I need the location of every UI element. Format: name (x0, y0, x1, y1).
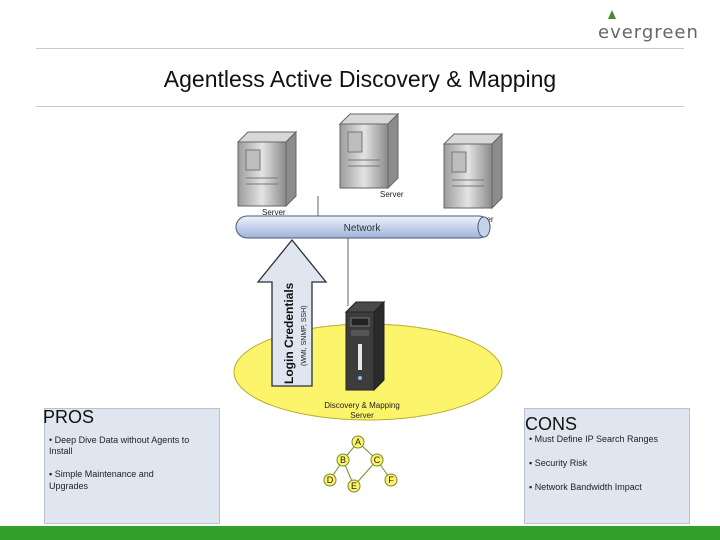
pros-item-2-cont: Upgrades (49, 481, 89, 491)
footer-accent-bar (0, 526, 720, 540)
evergreen-logo: evergreen (598, 10, 698, 46)
server-label-center: Server (380, 190, 404, 199)
logo-text: evergreen (598, 22, 699, 43)
tree-icon (608, 10, 616, 19)
title-rule (36, 106, 684, 107)
svg-text:E: E (351, 481, 357, 491)
tree-node-d: D (323, 473, 337, 487)
server-label-left: Server (262, 208, 286, 217)
server-left-icon (236, 130, 298, 208)
svg-text:A: A (355, 437, 361, 447)
svg-text:D: D (327, 475, 334, 485)
server-center-icon (338, 112, 400, 190)
pros-title: PROS (43, 407, 95, 427)
svg-text:C: C (374, 455, 381, 465)
pros-panel: PROS • Deep Dive Data without Agents to … (43, 407, 220, 524)
tree-node-a: A (351, 435, 365, 449)
svg-text:B: B (340, 455, 346, 465)
pros-item-1: • Deep Dive Data without Agents to (49, 435, 190, 445)
tree-node-b: B (336, 453, 350, 467)
discovery-server-label-line2: Server (350, 411, 374, 420)
discovery-server-icon (344, 300, 386, 392)
topology-tree: A B C D E F (323, 435, 398, 493)
page-title: Agentless Active Discovery & Mapping (163, 66, 557, 92)
arrow-label: Login Credentials (282, 282, 296, 384)
header-rule (36, 48, 684, 49)
pros-item-2: ▪ Simple Maintenance and (49, 469, 154, 479)
cons-item-3: ▪ Network Bandwidth Impact (529, 482, 642, 492)
network-bus: Network (235, 215, 491, 239)
tree-node-e: E (347, 479, 361, 493)
cons-item-2: ▪ Security Risk (529, 458, 588, 468)
login-credentials-arrow: Login Credentials (WMI, SNMP, SSH) (256, 238, 328, 387)
cons-panel: CONS • Must Define IP Search Ranges ▪ Se… (524, 408, 690, 524)
pros-item-1-cont: Install (49, 446, 73, 456)
cons-title: CONS (525, 414, 578, 434)
tree-node-c: C (370, 453, 384, 467)
svg-text:F: F (388, 475, 394, 485)
tree-node-f: F (384, 473, 398, 487)
arrow-sublabel: (WMI, SNMP, SSH) (301, 305, 308, 366)
cons-item-1: • Must Define IP Search Ranges (529, 434, 659, 444)
server-right-icon (442, 132, 504, 210)
discovery-server-label-line1: Discovery & Mapping (324, 401, 400, 410)
network-label: Network (344, 223, 382, 234)
